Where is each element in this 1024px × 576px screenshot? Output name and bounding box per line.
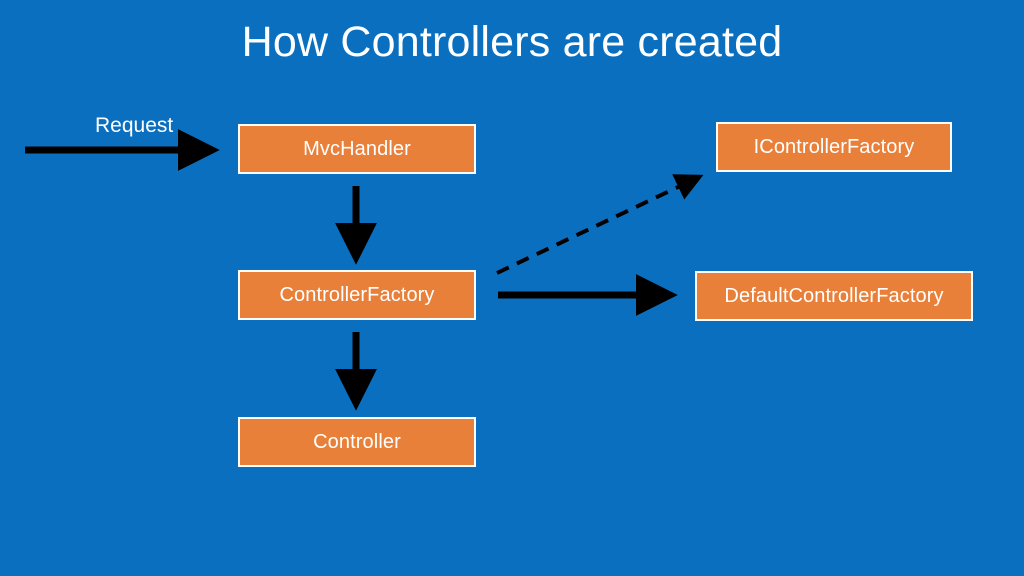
node-controllerfactory[interactable]: ControllerFactory xyxy=(238,270,476,320)
node-controller-label: Controller xyxy=(313,430,401,453)
page-title: How Controllers are created xyxy=(241,18,783,66)
arrow-controllerfactory-to-icontrollerfactory xyxy=(496,174,704,275)
node-defaultcontrollerfactory[interactable]: DefaultControllerFactory xyxy=(695,271,973,321)
node-icontrollerfactory-label: IControllerFactory xyxy=(753,135,915,158)
node-mvchandler-label: MvcHandler xyxy=(303,137,411,160)
node-controllerfactory-label: ControllerFactory xyxy=(279,283,435,306)
request-label: Request xyxy=(95,114,174,137)
node-mvchandler[interactable]: MvcHandler xyxy=(238,124,476,174)
node-icontrollerfactory[interactable]: IControllerFactory xyxy=(716,122,952,172)
node-defaultcontrollerfactory-label: DefaultControllerFactory xyxy=(724,284,944,307)
node-controller[interactable]: Controller xyxy=(238,417,476,467)
